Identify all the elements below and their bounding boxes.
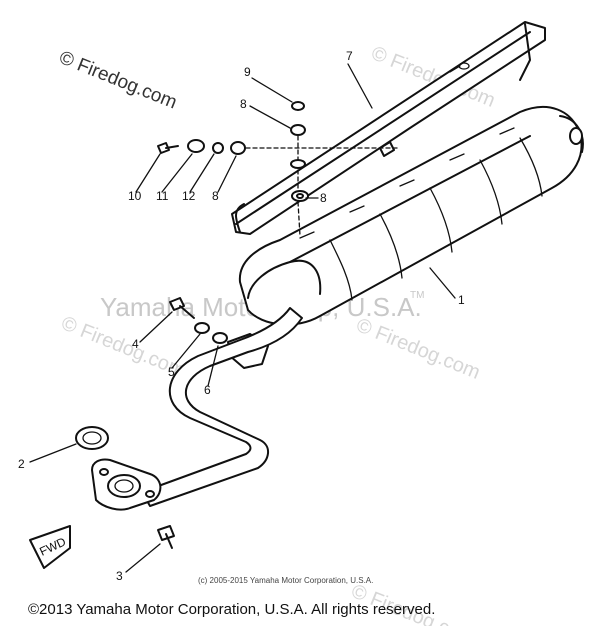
callout-7: 7 [346,49,353,63]
callout-8-top: 8 [240,97,247,111]
callout-12: 12 [182,189,196,203]
part-callouts: 7 1 2 3 4 5 6 8 9 8 10 11 12 8 [18,49,465,583]
copyright-caption: (c) 2005-2015 Yamaha Motor Corporation, … [198,576,373,585]
callout-9: 9 [244,65,251,79]
callout-5: 5 [168,365,175,379]
callout-8-protector: 8 [320,191,327,205]
firedog-corner-watermark: © Firedog.com [56,47,180,113]
callout-1: 1 [458,293,465,307]
callout-8-side: 8 [212,189,219,203]
callout-6: 6 [204,383,211,397]
alignment-lines [245,135,401,237]
callout-2: 2 [18,457,25,471]
exhaust-gasket [75,426,109,450]
trademark-mark: TM [410,290,424,301]
forward-arrow: FWD [29,525,71,569]
leader-lines [29,63,456,573]
fasteners [157,101,306,549]
exhaust-pipe [91,307,303,511]
callout-4: 4 [132,337,139,351]
callout-11: 11 [156,189,169,203]
heat-protector [231,21,546,235]
callout-10: 10 [128,189,142,203]
copyright-footer: ©2013 Yamaha Motor Corporation, U.S.A. A… [28,601,435,618]
callout-3: 3 [116,569,123,583]
muffler [238,105,584,326]
firedog-watermark-right: © Firedog.com [353,314,483,384]
